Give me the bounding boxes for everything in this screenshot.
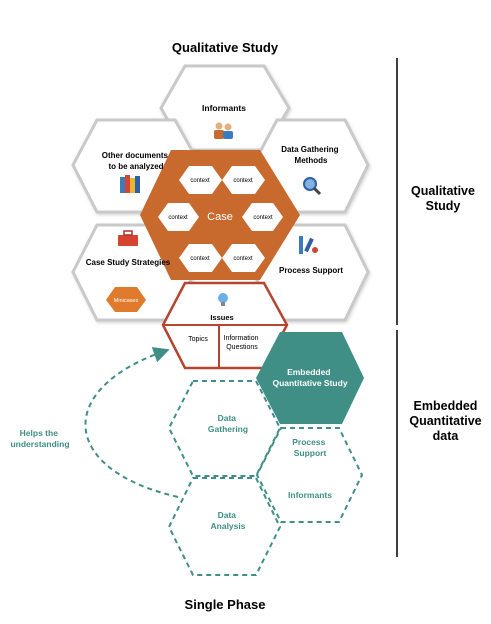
qualitative-word: Qualitative — [411, 184, 475, 198]
information-questions-label: Information Questions — [224, 335, 261, 351]
context-hex-bottom-left — [179, 244, 222, 272]
context-label-mid-right: context — [253, 215, 273, 221]
case-label: Case — [207, 211, 233, 223]
context-label-top-right: context — [233, 178, 253, 184]
top-title: Qualitative Study — [171, 40, 279, 55]
bottom-title: Single Phase — [184, 597, 266, 612]
study-word: Study — [425, 199, 461, 213]
embedded-quantitative-side-label: Embedded Quantitative data — [398, 399, 491, 444]
process-support-quant-label: Process Support — [292, 437, 327, 458]
helps-understanding-label: Helps the understanding — [10, 428, 69, 449]
process-support-label: Process Support — [279, 266, 343, 275]
quantitative-word: Quantitative — [409, 414, 482, 428]
binders-icon — [120, 175, 140, 193]
toolbox-icon — [118, 230, 138, 246]
context-hexes — [158, 166, 283, 272]
hex-data-gathering — [167, 380, 282, 477]
informants-label: Informants — [202, 103, 246, 113]
lightbulb-icon — [218, 293, 228, 306]
dashed-hexes — [167, 380, 364, 576]
issues-label: Issues — [210, 313, 233, 322]
context-hex-bottom-right — [222, 244, 265, 272]
context-label-bottom-left: context — [190, 256, 210, 262]
data-gathering-label: Data Gathering — [208, 413, 248, 434]
data-gathering-methods-label: Data Gathering Methods — [281, 145, 341, 165]
hex-minicases — [106, 287, 146, 312]
context-hex-mid-left — [158, 203, 199, 231]
context-hex-top-left — [179, 166, 222, 194]
helps-arrow — [84, 347, 179, 498]
people-icon — [214, 122, 233, 139]
tools-icon — [299, 236, 318, 254]
context-label-mid-left: context — [168, 215, 188, 221]
data-word: data — [432, 429, 459, 443]
case-study-strategies-label: Case Study Strategies — [86, 258, 171, 267]
hex-data-analysis — [167, 477, 282, 576]
hex-embedded-quantitative-study — [256, 332, 364, 424]
context-label-top-left: context — [190, 178, 210, 184]
embedded-word: Embedded — [413, 399, 478, 413]
embedded-quantitative-study-label: Embedded Quantitative Study — [272, 367, 347, 388]
informants-quant-label: Informants — [288, 490, 332, 500]
minicases-label: Minicases — [114, 298, 139, 304]
qualitative-study-side-label: Qualitative Study — [398, 184, 488, 214]
context-hex-top-right — [222, 166, 265, 194]
data-analysis-label: Data Analysis — [211, 510, 246, 531]
magnifier-icon — [303, 177, 322, 196]
topics-label: Topics — [188, 336, 208, 343]
context-hex-mid-right — [242, 203, 283, 231]
context-label-bottom-right: context — [233, 256, 253, 262]
other-documents-label: Other documents to be analyzed — [102, 151, 170, 171]
hex-process-support-quant — [255, 427, 364, 523]
